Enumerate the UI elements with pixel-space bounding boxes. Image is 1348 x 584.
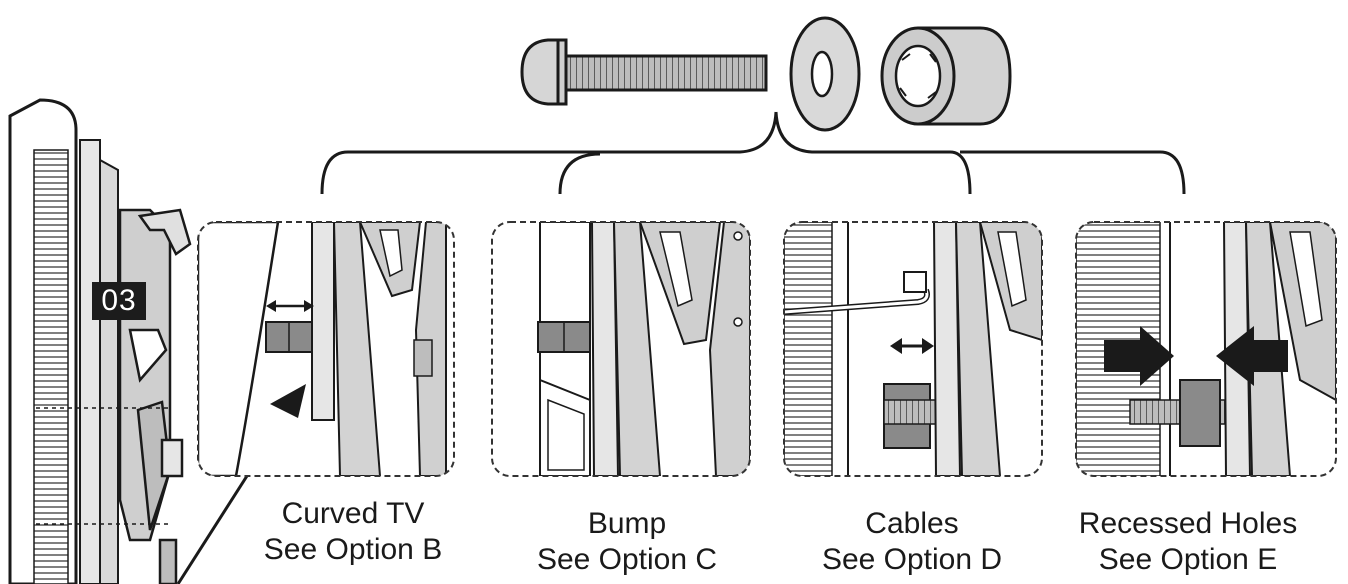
mount-arm <box>118 208 192 584</box>
arrow-right-icon <box>1104 326 1174 386</box>
gap-arrow-icon <box>266 300 314 312</box>
step-number-badge: 03 <box>92 282 146 320</box>
option-caption-recessed-holes: Recessed Holes See Option E <box>1052 506 1324 578</box>
option-title: Bump <box>587 507 667 540</box>
option-title: Cables <box>865 507 959 540</box>
option-reference: See Option C <box>536 543 718 576</box>
bracket-lines <box>320 111 1186 195</box>
panel-curved-tv <box>198 222 454 476</box>
panel-recessed-holes <box>1076 222 1336 476</box>
option-reference: See Option B <box>263 533 443 566</box>
option-title: Curved TV <box>281 497 425 530</box>
option-reference: See Option E <box>1098 543 1278 576</box>
spacer-icon <box>880 26 1012 126</box>
option-caption-cables: Cables See Option D <box>792 506 1032 578</box>
bolt-icon <box>520 38 768 106</box>
washer-icon <box>789 16 861 132</box>
tv-side-view <box>8 98 119 584</box>
arrow-left-icon <box>1216 326 1288 386</box>
option-title: Recessed Holes <box>1078 507 1298 540</box>
option-caption-curved-tv: Curved TV See Option B <box>238 496 468 568</box>
gap-arrow-icon <box>890 338 934 354</box>
pointer-arrowhead-icon <box>270 384 306 418</box>
panel-cables <box>784 222 1042 476</box>
guide-lines <box>36 407 170 525</box>
option-caption-bump: Bump See Option C <box>512 506 742 578</box>
option-reference: See Option D <box>821 543 1003 576</box>
panel-bump <box>492 222 750 476</box>
